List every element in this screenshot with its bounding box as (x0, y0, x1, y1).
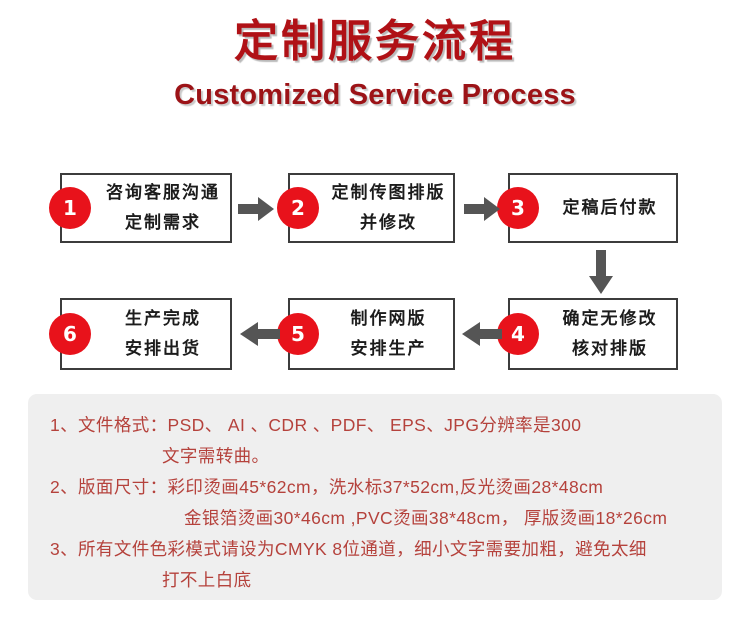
arrow-left-icon-step4-step5 (462, 320, 502, 348)
note-line-1-continued: 文字需转曲。 (162, 446, 270, 466)
arrow-down-icon-step3-step4 (588, 250, 614, 294)
note-line-3-continued: 打不上白底 (162, 570, 252, 590)
page-header: 定制服务流程 Customized Service Process (0, 0, 750, 112)
flow-step-5[interactable]: 5 制作网版 安排生产 (277, 298, 455, 370)
page-title-english: Customized Service Process (174, 79, 576, 111)
flow-step-1-line-2: 定制需求 (125, 213, 201, 232)
flow-step-4-line-1: 确定无修改 (562, 309, 658, 328)
flow-step-4[interactable]: 4 确定无修改 核对排版 (497, 298, 678, 370)
flow-step-4-line-2: 核对排版 (572, 339, 648, 358)
flow-step-1[interactable]: 1 咨询客服沟通 定制需求 (49, 173, 232, 243)
note-line-1: 1、文件格式：PSD、 AI 、CDR 、PDF、 EPS、JPG分辨率是300 (50, 415, 582, 435)
flow-step-6[interactable]: 6 生产完成 安排出货 (49, 298, 232, 370)
flow-step-5-line-2: 安排生产 (350, 339, 427, 358)
note-line-2-continued: 金银箔烫画30*46cm ,PVC烫画38*48cm， 厚版烫画18*26cm (184, 508, 668, 528)
step-number-badge-6: 6 (49, 313, 91, 355)
arrow-right-icon-step2-step3 (464, 196, 500, 222)
flow-step-6-line-1: 生产完成 (125, 309, 201, 328)
flow-step-1-line-1: 咨询客服沟通 (106, 183, 220, 202)
note-line-2: 2、版面尺寸：彩印烫画45*62cm，洗水标37*52cm,反光烫画28*48c… (50, 477, 604, 497)
flow-step-6-line-2: 安排出货 (125, 339, 201, 358)
arrow-right-icon-step1-step2 (238, 196, 274, 222)
flow-step-5-line-1: 制作网版 (350, 309, 427, 328)
step-number-badge-1: 1 (49, 187, 91, 229)
step-number-badge-2: 2 (277, 187, 319, 229)
arrow-left-icon-step5-step6 (240, 320, 280, 348)
flow-step-3-line-1: 定稿后付款 (562, 198, 658, 217)
step-number-badge-3: 3 (497, 187, 539, 229)
page-title-chinese: 定制服务流程 (234, 17, 516, 66)
note-line-3: 3、所有文件色彩模式请设为CMYK 8位通道，细小文字需要加粗，避免太细 (50, 539, 647, 559)
flow-step-2-line-1: 定制传图排版 (331, 183, 446, 202)
requirements-notes-panel: 1、文件格式：PSD、 AI 、CDR 、PDF、 EPS、JPG分辨率是300… (28, 394, 722, 600)
flow-step-2-line-2: 并修改 (360, 213, 417, 232)
step-number-badge-4: 4 (497, 313, 539, 355)
step-number-badge-5: 5 (277, 313, 319, 355)
flow-step-3[interactable]: 3 定稿后付款 (497, 173, 678, 243)
flow-step-2[interactable]: 2 定制传图排版 并修改 (277, 173, 455, 243)
